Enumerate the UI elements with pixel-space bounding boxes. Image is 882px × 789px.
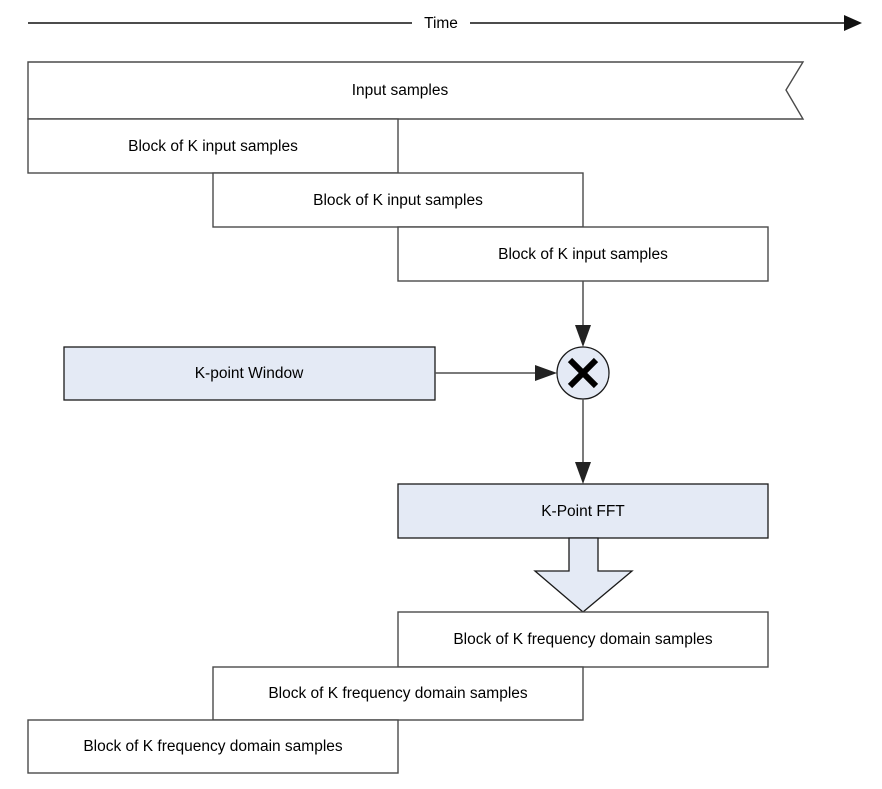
multiply-operator-stroke-b <box>567 357 599 389</box>
output-block-2-label: Block of K frequency domain samples <box>268 685 528 702</box>
input-block-1-rect <box>27 118 399 174</box>
time-axis-label: Time <box>424 15 458 32</box>
k-point-fft-label: K-Point FFT <box>541 503 625 520</box>
output-block-3[interactable]: Block of K frequency domain samples <box>27 719 399 774</box>
connector-window-to-multiplier <box>435 365 557 381</box>
input-block-3-label: Block of K input samples <box>498 246 668 263</box>
output-block-3-label: Block of K frequency domain samples <box>83 738 343 755</box>
k-point-fft-rect <box>397 483 769 539</box>
input-block-2-label: Block of K input samples <box>313 192 483 209</box>
fft-output-block-arrow-shape <box>533 537 634 613</box>
output-block-1-label: Block of K frequency domain samples <box>453 631 713 648</box>
input-block-2-rect <box>212 172 584 228</box>
input-block-3[interactable]: Block of K input samples <box>397 226 769 282</box>
fft-output-block-arrow <box>533 537 634 613</box>
connector-block3-arrowhead <box>575 325 591 347</box>
input-block-2[interactable]: Block of K input samples <box>212 172 584 228</box>
connector-fft-arrowhead <box>575 462 591 484</box>
input-samples-stream-shape <box>27 61 805 120</box>
k-point-window-box[interactable]: K-point Window <box>63 346 436 401</box>
multiply-operator[interactable] <box>556 346 610 400</box>
time-axis: Time <box>28 15 862 32</box>
time-axis-arrowhead <box>844 15 862 31</box>
input-samples-label: Input samples <box>352 82 449 99</box>
input-block-1[interactable]: Block of K input samples <box>27 118 399 174</box>
connector-multiplier-to-fft <box>575 399 591 484</box>
input-block-1-label: Block of K input samples <box>128 138 298 155</box>
input-samples-stream[interactable]: Input samples <box>27 61 805 120</box>
k-point-window-rect <box>63 346 436 401</box>
connector-block3-to-multiplier <box>575 281 591 347</box>
output-block-3-rect <box>27 719 399 774</box>
k-point-window-label: K-point Window <box>195 365 304 382</box>
connector-window-arrowhead <box>535 365 557 381</box>
output-block-2[interactable]: Block of K frequency domain samples <box>212 666 584 721</box>
output-block-2-rect <box>212 666 584 721</box>
output-block-1[interactable]: Block of K frequency domain samples <box>397 611 769 668</box>
k-point-fft-box[interactable]: K-Point FFT <box>397 483 769 539</box>
output-block-1-rect <box>397 611 769 668</box>
